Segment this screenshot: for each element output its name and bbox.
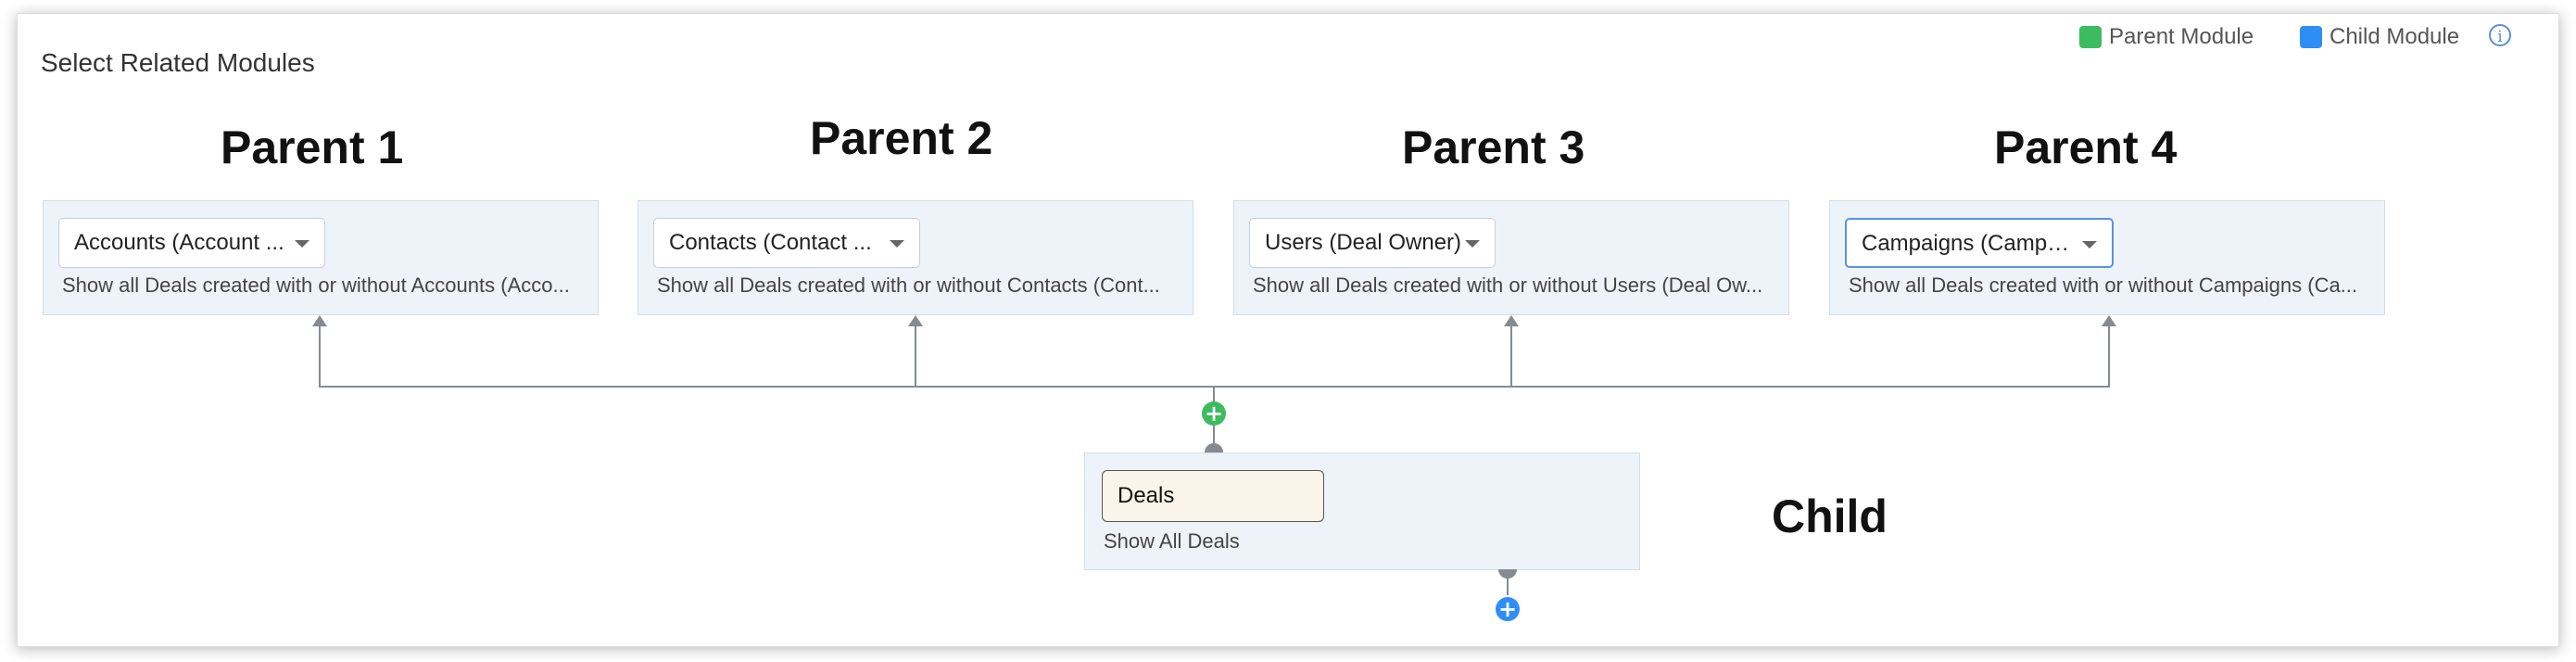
connector-parent-2 (915, 325, 916, 387)
chevron-down-icon (1465, 240, 1480, 248)
parent-module-card-3: Users (Deal Owner) Show all Deals create… (1233, 200, 1789, 315)
heading-child: Child (1772, 490, 1888, 542)
parent-module-select-4[interactable]: Campaigns (Campai... (1845, 218, 2114, 268)
arrow-up-icon (908, 315, 923, 326)
heading-parent-2: Parent 2 (810, 112, 993, 164)
parent-module-card-4: Campaigns (Campai... Show all Deals crea… (1829, 200, 2385, 315)
legend-child-label: Child Module (2330, 24, 2460, 49)
parent-swatch (2079, 26, 2102, 48)
heading-parent-1: Parent 1 (221, 121, 404, 173)
chevron-down-icon (2082, 241, 2097, 248)
parent-module-select-value: Contacts (Contact ... (669, 230, 872, 255)
arrow-up-icon (2102, 315, 2116, 326)
page-title: Select Related Modules (41, 48, 315, 77)
child-module-field[interactable]: Deals (1102, 470, 1324, 522)
parent-module-select-3[interactable]: Users (Deal Owner) (1249, 218, 1496, 268)
parent-module-card-2: Contacts (Contact ... Show all Deals cre… (638, 200, 1193, 315)
parent-module-select-2[interactable]: Contacts (Contact ... (653, 218, 920, 268)
parent-module-card-1: Accounts (Account ... Show all Deals cre… (43, 200, 599, 315)
parent-module-description-1: Show all Deals created with or without A… (62, 274, 570, 297)
legend-parent: Parent Module (2079, 22, 2254, 52)
parent-module-description-2: Show all Deals created with or without C… (657, 274, 1160, 297)
connector-parent-3 (1510, 325, 1512, 387)
parent-module-description-4: Show all Deals created with or without C… (1849, 274, 2358, 297)
parent-module-select-value: Accounts (Account ... (74, 230, 284, 255)
chevron-down-icon (295, 240, 309, 248)
arrow-up-icon (1504, 315, 1519, 326)
legend-parent-label: Parent Module (2109, 24, 2254, 49)
parent-module-select-value: Users (Deal Owner) (1265, 230, 1462, 255)
parent-module-select-value: Campaigns (Campai... (1862, 231, 2075, 256)
child-module-description: Show All Deals (1104, 529, 1240, 553)
chevron-down-icon (890, 240, 904, 248)
heading-parent-4: Parent 4 (1994, 121, 2178, 173)
child-module-card: Deals Show All Deals (1084, 452, 1640, 570)
parent-module-select-1[interactable]: Accounts (Account ... (58, 218, 325, 268)
add-child-plus-icon[interactable]: + (1496, 597, 1520, 621)
connector-knob-bottom (1498, 569, 1517, 579)
arrow-up-icon (312, 315, 327, 326)
connector-parent-1 (319, 325, 321, 387)
connector-knob-top (1205, 443, 1223, 452)
connector-child-bottom (1507, 575, 1509, 595)
legend-child: Child Module (2300, 22, 2459, 52)
heading-parent-3: Parent 3 (1402, 121, 1585, 173)
info-icon[interactable]: i (2489, 24, 2511, 46)
add-parent-plus-icon[interactable]: + (1202, 401, 1226, 426)
child-swatch (2300, 26, 2322, 48)
connector-parent-4 (2108, 325, 2110, 387)
parent-module-description-3: Show all Deals created with or without U… (1253, 274, 1763, 297)
